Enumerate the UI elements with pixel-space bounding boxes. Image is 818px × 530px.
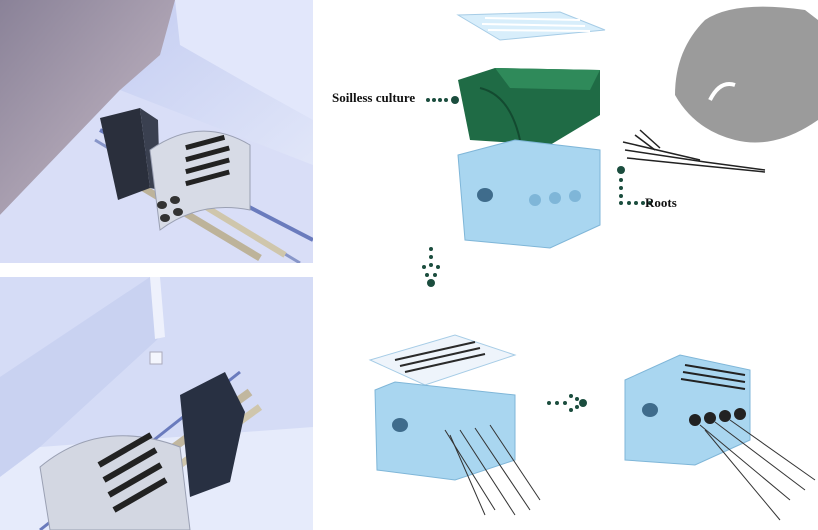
render-top-left xyxy=(0,0,313,263)
assembly-step xyxy=(365,330,550,520)
hand-illustration xyxy=(615,0,818,185)
connector-roots xyxy=(617,166,652,205)
label-soilless-culture: Soilless culture xyxy=(332,90,416,105)
render-bottom-left xyxy=(0,277,313,530)
arrow-right xyxy=(547,394,587,412)
arrow-down xyxy=(422,247,440,287)
assembled-pot xyxy=(610,350,818,530)
connector-soilless xyxy=(426,96,459,104)
exploded-pot-diagram xyxy=(440,0,620,265)
label-roots: Roots xyxy=(645,195,677,210)
